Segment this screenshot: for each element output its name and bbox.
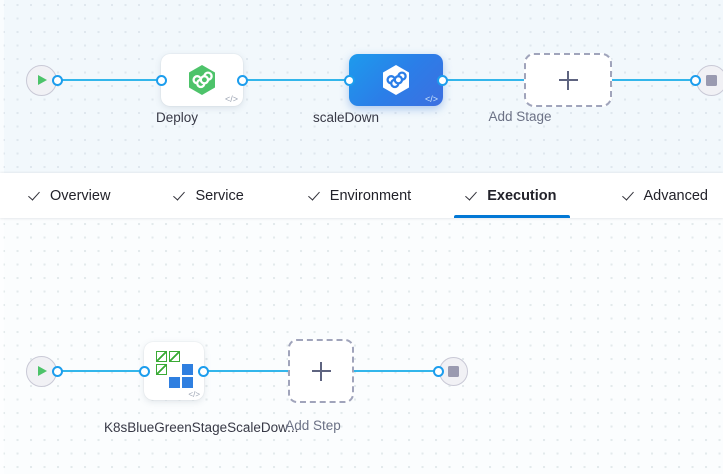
stop-icon	[706, 74, 717, 86]
connector-addstage-end	[612, 78, 692, 82]
plus-icon	[311, 361, 331, 381]
deploy-out-port[interactable]	[237, 74, 248, 86]
tab-advanced[interactable]: Advanced	[622, 173, 711, 218]
step-out-port[interactable]	[198, 365, 209, 377]
add-stage-label[interactable]: Add Stage	[488, 109, 552, 124]
deploy-in-port[interactable]	[156, 74, 167, 86]
tab-label: Overview	[50, 187, 111, 204]
stage-end-port[interactable]	[690, 74, 701, 86]
tab-service[interactable]: Service	[173, 173, 245, 218]
stage-node-deploy[interactable]: </>	[161, 54, 243, 106]
stage-config-tabs: Overview Service Environment Execution A…	[0, 173, 723, 218]
connector-scaledown-addstage	[446, 78, 524, 82]
add-step-button[interactable]	[288, 339, 354, 403]
scaledown-in-port[interactable]	[344, 74, 355, 86]
tab-label: Advanced	[643, 187, 709, 204]
code-badge: </>	[424, 94, 438, 104]
connector-start-deploy	[61, 78, 158, 82]
add-stage-button[interactable]	[524, 53, 612, 107]
check-icon	[467, 189, 480, 202]
plus-icon	[558, 70, 578, 90]
stage-node-scaledown[interactable]: </>	[349, 54, 443, 106]
step-label-k8s: K8sBlueGreenStageScaleDow...	[104, 420, 299, 435]
connector-deploy-scaledown	[246, 78, 346, 82]
k8s-blue-green-icon	[155, 351, 193, 388]
tab-label: Service	[195, 187, 244, 204]
step-in-port[interactable]	[139, 365, 150, 377]
stage-start-node[interactable]	[26, 64, 57, 96]
execution-end-port[interactable]	[433, 365, 444, 377]
connector-addstep-end	[354, 369, 435, 373]
check-icon	[310, 189, 323, 202]
play-icon	[38, 366, 47, 376]
harness-hexagon-icon	[383, 65, 409, 95]
harness-hexagon-icon	[189, 65, 215, 95]
play-icon	[38, 75, 47, 85]
stage-canvas[interactable]: </> </>	[0, 0, 723, 173]
stage-pipeline-row: </> </>	[26, 53, 723, 107]
tab-execution[interactable]: Execution	[454, 173, 570, 218]
execution-canvas[interactable]: </> K8sBlueGreenStageScaleDow... Add Ste…	[0, 218, 723, 474]
scaledown-out-port[interactable]	[437, 74, 448, 86]
tab-overview[interactable]: Overview	[28, 173, 112, 218]
execution-start-node[interactable]	[26, 355, 57, 387]
tab-label: Execution	[487, 187, 557, 204]
stop-icon	[448, 365, 459, 377]
stage-label-scaledown: scaleDown	[312, 110, 380, 125]
code-badge: </>	[224, 94, 238, 104]
code-badge: </>	[188, 390, 200, 399]
execution-pipeline-row: </>	[26, 339, 468, 403]
tab-label: Environment	[329, 187, 412, 204]
connector-start-step	[61, 369, 141, 373]
stage-start-port[interactable]	[52, 74, 63, 86]
add-step-label[interactable]: Add Step	[285, 418, 341, 433]
stage-label-deploy: Deploy	[155, 110, 199, 125]
step-node-k8s-bluegreen-stage-scaledown[interactable]: </>	[144, 342, 204, 400]
execution-start-port[interactable]	[52, 365, 63, 377]
tab-environment[interactable]: Environment	[308, 173, 413, 218]
check-icon	[30, 189, 43, 202]
check-icon	[175, 189, 188, 202]
check-icon	[624, 189, 637, 202]
connector-step-addstep	[207, 369, 288, 373]
